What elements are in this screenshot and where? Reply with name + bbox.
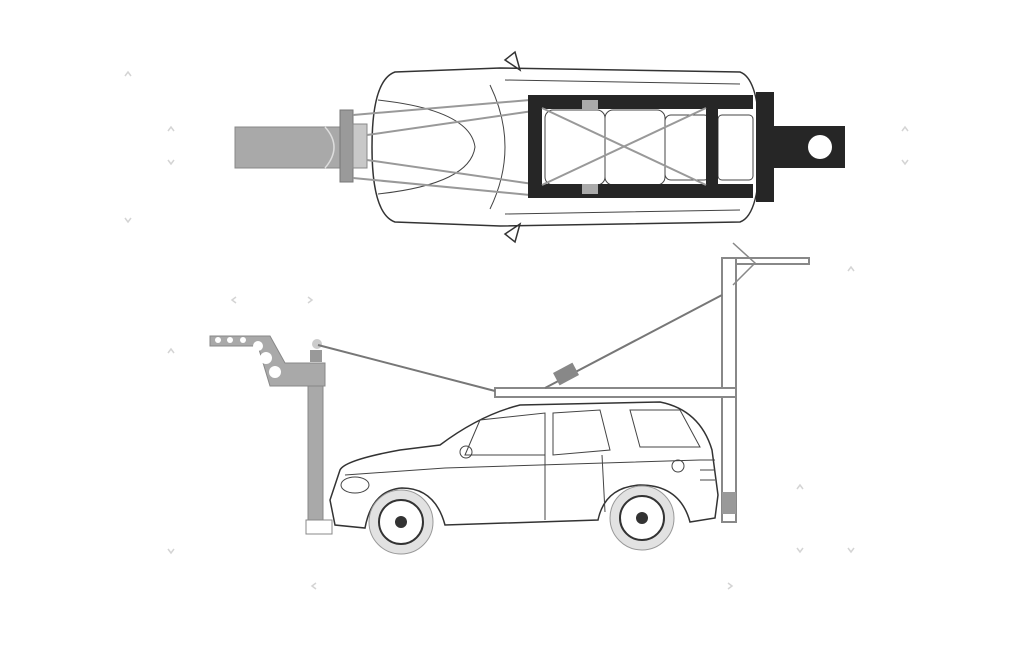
car-top-outline — [371, 50, 761, 244]
hitch-hole — [808, 135, 832, 159]
mount-plate — [339, 109, 354, 183]
side-view — [209, 242, 810, 555]
rear-wheel — [609, 485, 675, 551]
top-arm — [735, 257, 810, 265]
tension-cylinder — [553, 362, 579, 386]
chevron-markers — [124, 70, 909, 590]
rear-arm-bar — [234, 126, 341, 169]
left-post — [307, 384, 324, 531]
dark-frame — [528, 92, 774, 202]
horizontal-beam — [494, 387, 737, 398]
top-view — [234, 50, 845, 244]
front-wheel — [368, 489, 434, 555]
car-side-outline — [329, 401, 719, 529]
